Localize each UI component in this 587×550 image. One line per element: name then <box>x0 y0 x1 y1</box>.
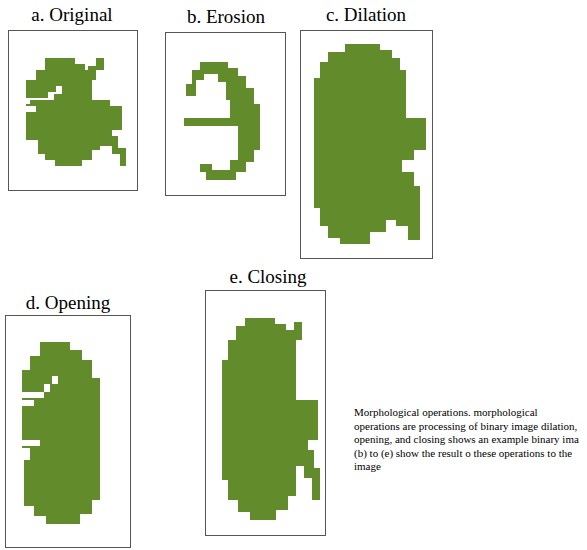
panel-title: b. Erosion <box>187 6 265 28</box>
original-slit <box>26 86 62 104</box>
original-tail <box>88 58 104 80</box>
closing-shape <box>222 318 320 520</box>
panel-title: a. Original <box>31 4 112 26</box>
dilation-shape <box>314 44 426 244</box>
opening-notch <box>22 440 40 446</box>
erosion-shape <box>184 62 260 180</box>
panel-frame <box>166 33 286 196</box>
panel-title: c. Dilation <box>326 4 406 26</box>
original-shape <box>26 58 126 166</box>
panel-frame <box>9 31 138 191</box>
panel-title: e. Closing <box>229 266 306 288</box>
panel-frame <box>206 291 326 536</box>
panel-frame <box>301 31 433 259</box>
opening-slit <box>22 376 58 398</box>
opening-shape <box>22 342 100 524</box>
panel-frame <box>6 316 131 548</box>
panel-title: d. Opening <box>26 292 110 314</box>
figure-caption: Morphological operations. morphological … <box>354 406 580 474</box>
